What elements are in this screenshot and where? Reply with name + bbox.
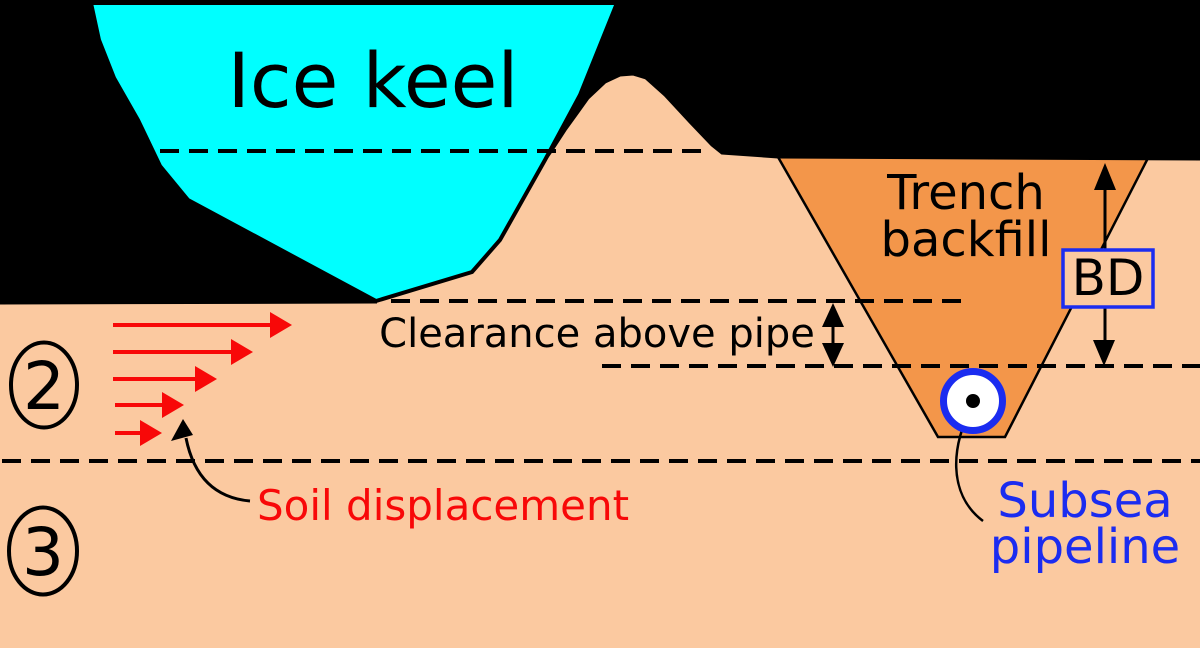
arrow-up-icon — [1094, 163, 1116, 190]
displacement-arrow — [115, 420, 162, 446]
ice-keel-shape — [88, 0, 620, 304]
arrow-head-icon — [162, 392, 184, 418]
displacement-arrow — [113, 339, 253, 365]
arrow-head-icon — [231, 339, 253, 365]
arrow-head-icon — [195, 366, 217, 392]
zone-3-number: 3 — [22, 514, 64, 591]
soil-displacement-arrows — [113, 312, 292, 446]
zone-3-badge — [7, 505, 79, 597]
ice-keel-label: Ice keel — [227, 36, 518, 125]
subsea-pipeline-label-line2: pipeline — [990, 519, 1180, 575]
soil-displacement-arrow-head-icon — [171, 419, 193, 441]
trench-backfill-label-line2: backfill — [881, 212, 1052, 268]
displacement-arrow — [113, 366, 217, 392]
burial-depth-box — [1061, 248, 1155, 309]
displacement-arrow — [115, 392, 184, 418]
pipeline-center-dot — [966, 394, 980, 408]
clearance-label: Clearance above pipe — [379, 311, 815, 357]
zone-2-number: 2 — [23, 348, 65, 425]
arrow-up-icon — [822, 303, 844, 327]
soil-displacement-leader-line — [184, 437, 251, 503]
burial-depth-label: BD — [1072, 249, 1145, 307]
arrow-down-icon — [1093, 340, 1115, 366]
clearance-arrow — [822, 303, 844, 367]
soil-displacement-label: Soil displacement — [257, 481, 629, 530]
arrow-head-icon — [140, 420, 162, 446]
displacement-arrow — [113, 312, 292, 338]
subsea-pipeline-label-line1: Subsea — [997, 473, 1172, 529]
gouge-floor-line — [0, 300, 378, 305]
zone-2-badge — [9, 340, 79, 430]
trench-backfill-label-line1: Trench — [886, 165, 1045, 221]
arrow-down-icon — [822, 343, 844, 367]
arrow-head-icon — [270, 312, 292, 338]
